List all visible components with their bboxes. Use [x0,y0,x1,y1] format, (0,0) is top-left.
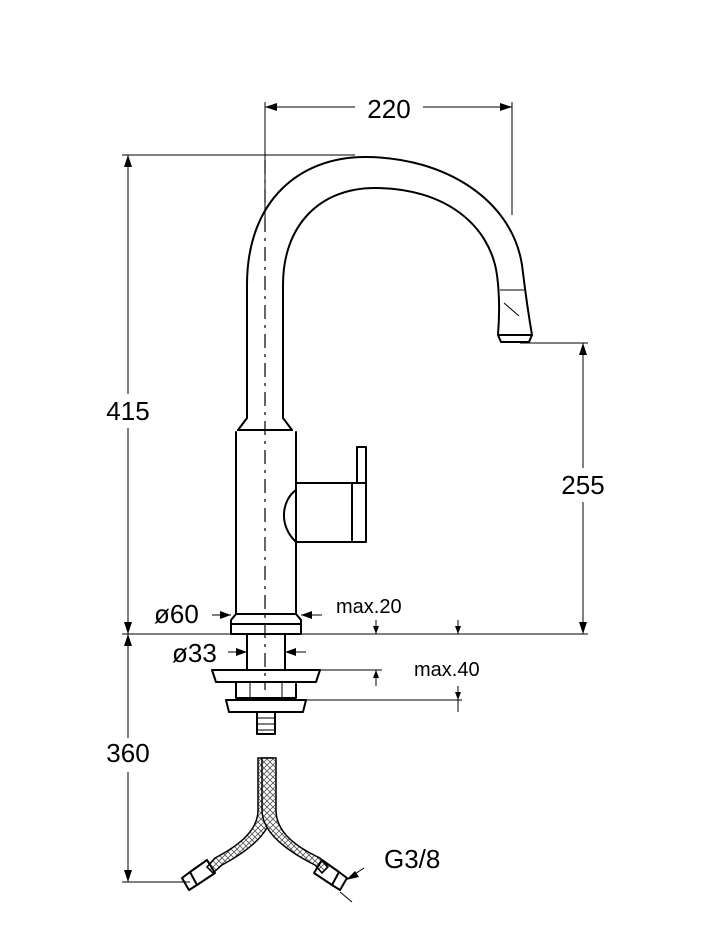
dimension-shank-diameter: ø33 [172,638,306,668]
shank-diameter-label: ø33 [172,638,217,668]
spout-height-label: 255 [561,470,604,500]
mounting-assembly [211,633,321,735]
thread-label: G3/8 [384,844,440,874]
dimension-thread: G3/8 [339,844,440,903]
hose-length-label: 360 [106,738,149,768]
faucet-body [230,156,533,690]
flexible-hoses [181,757,348,891]
base-diameter-label: ø60 [154,599,199,629]
max-40-label: max.40 [414,659,480,681]
dimension-total-height: 415 [98,154,355,634]
dimension-hose-length: 360 [98,634,190,883]
total-height-label: 415 [106,396,149,426]
dimension-base-diameter: ø60 [154,599,322,629]
dimension-max-20: max.20 [336,596,461,634]
dimension-max-40: max.40 [306,659,480,712]
dimension-spout-height: 255 [520,342,614,634]
max-20-label: max.20 [336,596,402,618]
dimension-spout-reach: 220 [264,92,513,220]
spout-reach-label: 220 [367,94,410,124]
